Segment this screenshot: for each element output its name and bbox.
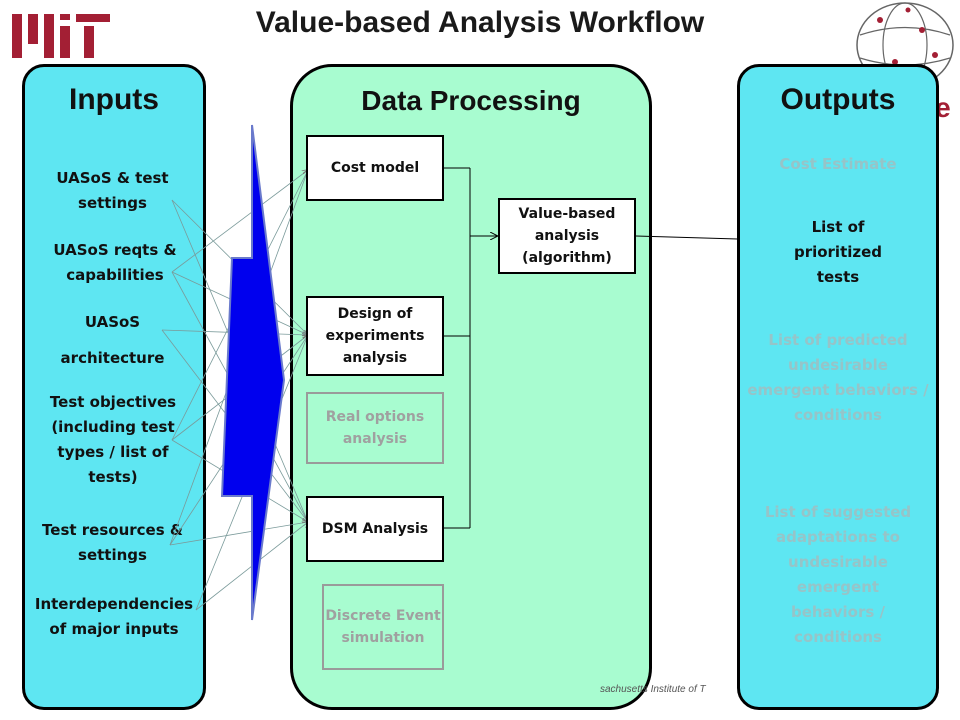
- discrete-event-simulation-box: Discrete Event simulation: [322, 584, 444, 670]
- input-architecture: architecture: [60, 349, 165, 367]
- inputs-title: Inputs: [69, 83, 159, 116]
- globe-logo: [856, 2, 954, 88]
- input-test-resources: Test resources & settings: [42, 521, 183, 564]
- mit-logo: [12, 14, 110, 58]
- output-suggested-adaptations: List of suggested adaptations to undesir…: [764, 503, 912, 646]
- data-processing-title: Data Processing: [361, 85, 581, 116]
- output-cost-estimate: Cost Estimate: [779, 155, 897, 173]
- input-uasos-test-settings: UASoS & test settings: [56, 169, 169, 212]
- outputs-title: Outputs: [780, 83, 896, 116]
- inputs-panel: Inputs: [22, 64, 206, 710]
- outputs-panel: Outputs Cost Estimate List of prioritize…: [737, 64, 939, 710]
- cost-model-box: Cost model: [306, 135, 444, 201]
- real-options-box: Real options analysis: [306, 392, 444, 464]
- value-based-analysis-box: Value-based analysis (algorithm): [498, 198, 636, 274]
- input-interdependencies: Interdependencies of major inputs: [34, 595, 194, 638]
- output-predicted-behaviors: List of predicted undesirable emergent b…: [747, 331, 929, 424]
- dsm-analysis-box: DSM Analysis: [306, 496, 444, 562]
- input-test-objectives: Test objectives (including test types / …: [49, 393, 177, 486]
- input-uasos: UASoS: [84, 313, 141, 331]
- footer-text: sachusetts Institute of T: [600, 684, 706, 695]
- blue-flow-arrow: [220, 124, 286, 621]
- output-prioritized-tests: List of prioritized tests: [793, 218, 883, 286]
- bracket-lines: [443, 167, 497, 529]
- design-of-experiments-box: Design of experiments analysis: [306, 296, 444, 376]
- input-uasos-reqts-capabilities: UASoS reqts & capabilities: [53, 241, 177, 284]
- page-title: Value-based Analysis Workflow: [255, 6, 705, 39]
